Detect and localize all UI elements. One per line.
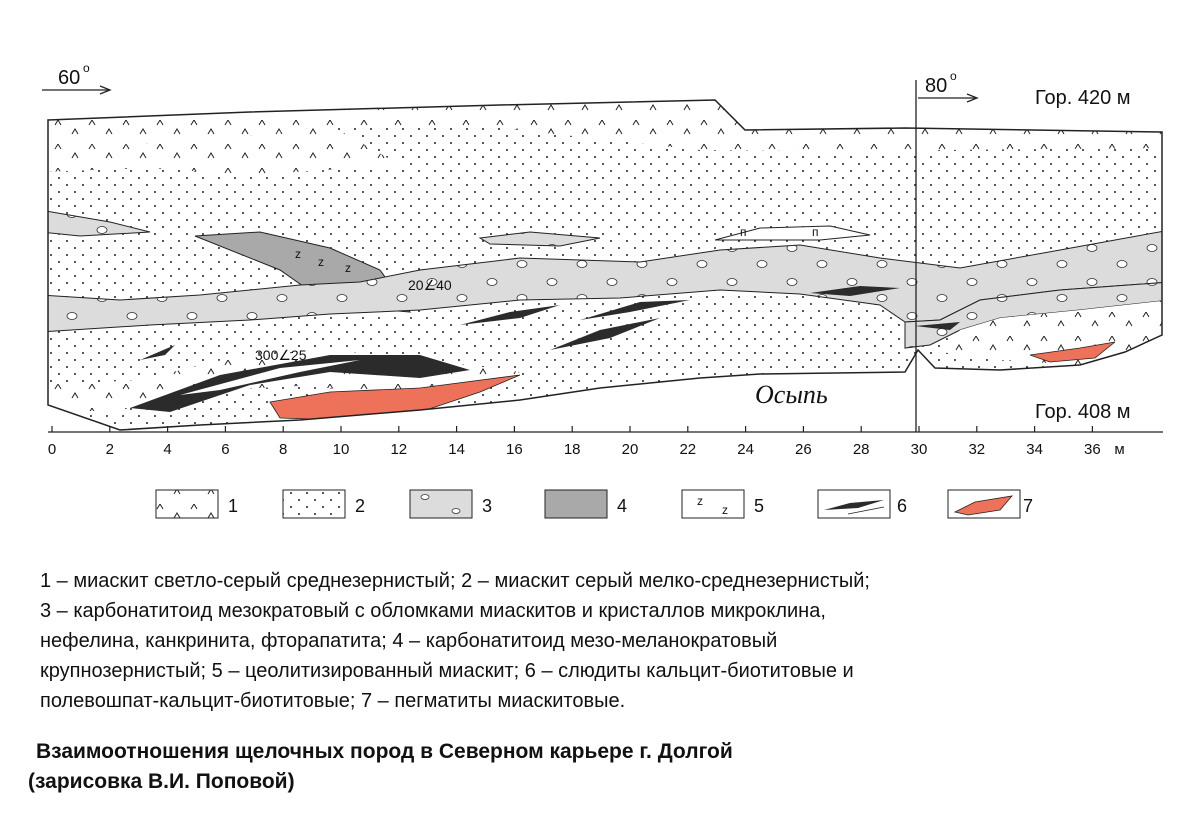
svg-text:z: z <box>697 494 703 508</box>
scale-label-36: 36 <box>1084 441 1101 458</box>
figure-caption: Взаимоотношения щелочных пород в Северно… <box>28 737 1168 797</box>
legend-item-6: 6 <box>817 489 907 519</box>
zeolite-mark-1: z <box>295 247 301 261</box>
scale-label-0: 0 <box>48 441 56 458</box>
legend-item-3: 3 <box>409 489 492 519</box>
scale-unit: м <box>1114 441 1124 458</box>
pegmatite-mark-1: п <box>740 225 747 239</box>
scale-label-30: 30 <box>911 441 928 458</box>
scale-label-6: 6 <box>221 441 229 458</box>
direction-right-value: 80 <box>925 75 947 97</box>
level-bottom-label: Гор. 408 м <box>1035 401 1131 423</box>
zeolite-mark-3: z <box>345 261 351 275</box>
scale-label-10: 10 <box>333 441 350 458</box>
direction-right-degree: o <box>950 69 957 83</box>
legend-line-2: 3 – карбонатитоид мезократовый с обломка… <box>40 600 826 622</box>
direction-arrow-right: 80 o <box>918 69 979 103</box>
scale-label-16: 16 <box>506 441 523 458</box>
carbonatitoid-melano-icon <box>544 489 608 519</box>
direction-left-value: 60 <box>58 67 80 89</box>
svg-text:5: 5 <box>754 496 764 516</box>
scale-label-34: 34 <box>1026 441 1043 458</box>
carbonatitoid-meso-icon <box>409 489 473 519</box>
scree-label: Осыпь <box>755 380 828 409</box>
legend-boxes: 1 2 3 4 z z 5 6 <box>155 489 1033 519</box>
legend-line-5: полевошпат-кальцит-биотитовые; 7 – пегма… <box>40 690 626 712</box>
svg-text:6: 6 <box>897 496 907 516</box>
caption-line-1: Взаимоотношения щелочных пород в Северно… <box>36 740 733 763</box>
section-outline <box>47 99 1163 431</box>
pegmatite-mark-2: п <box>812 225 819 239</box>
svg-text:4: 4 <box>617 496 627 516</box>
svg-text:7: 7 <box>1023 496 1033 516</box>
svg-text:2: 2 <box>355 496 365 516</box>
direction-left-degree: o <box>83 61 90 75</box>
section-body <box>48 100 1162 430</box>
scale-label-8: 8 <box>279 441 287 458</box>
scale-label-28: 28 <box>853 441 870 458</box>
scale-label-20: 20 <box>622 441 639 458</box>
scale-label-2: 2 <box>106 441 114 458</box>
scale-label-4: 4 <box>163 441 171 458</box>
zeolite-icon <box>681 489 745 519</box>
scale-label-18: 18 <box>564 441 581 458</box>
dip-label-2: 300∠25 <box>255 347 307 363</box>
scale-label-22: 22 <box>679 441 696 458</box>
legend-line-3: нефелина, канкринита, фторапатита; 4 – к… <box>40 630 778 652</box>
legend-line-4: крупнозернистый; 5 – цеолитизированный м… <box>40 660 854 682</box>
legend-item-1: 1 <box>155 489 238 519</box>
zeolite-mark-2: z <box>318 255 324 269</box>
legend-item-7: 7 <box>947 489 1033 519</box>
direction-arrow-left: 60 o <box>42 61 112 95</box>
scale-label-24: 24 <box>737 441 754 458</box>
dip-label-1: 20∠40 <box>408 277 452 293</box>
legend-description: 1 – миаскит светло-серый среднезернистый… <box>40 566 1180 716</box>
geological-section-figure: 60 o 80 o Гор. 420 м Гор. 408 м <box>42 61 1163 519</box>
scale-label-14: 14 <box>448 441 465 458</box>
scale-label-32: 32 <box>968 441 985 458</box>
svg-text:z: z <box>722 503 728 517</box>
svg-text:1: 1 <box>228 496 238 516</box>
svg-text:3: 3 <box>482 496 492 516</box>
level-top-label: Гор. 420 м <box>1035 87 1131 109</box>
legend-item-4: 4 <box>544 489 627 519</box>
scale-label-26: 26 <box>795 441 812 458</box>
legend-line-1: 1 – миаскит светло-серый среднезернистый… <box>40 570 870 592</box>
caption-line-2: (зарисовка В.И. Поповой) <box>28 770 295 793</box>
scale-label-12: 12 <box>390 441 407 458</box>
legend-item-5: z z 5 <box>681 489 764 519</box>
legend-item-2: 2 <box>282 489 365 519</box>
